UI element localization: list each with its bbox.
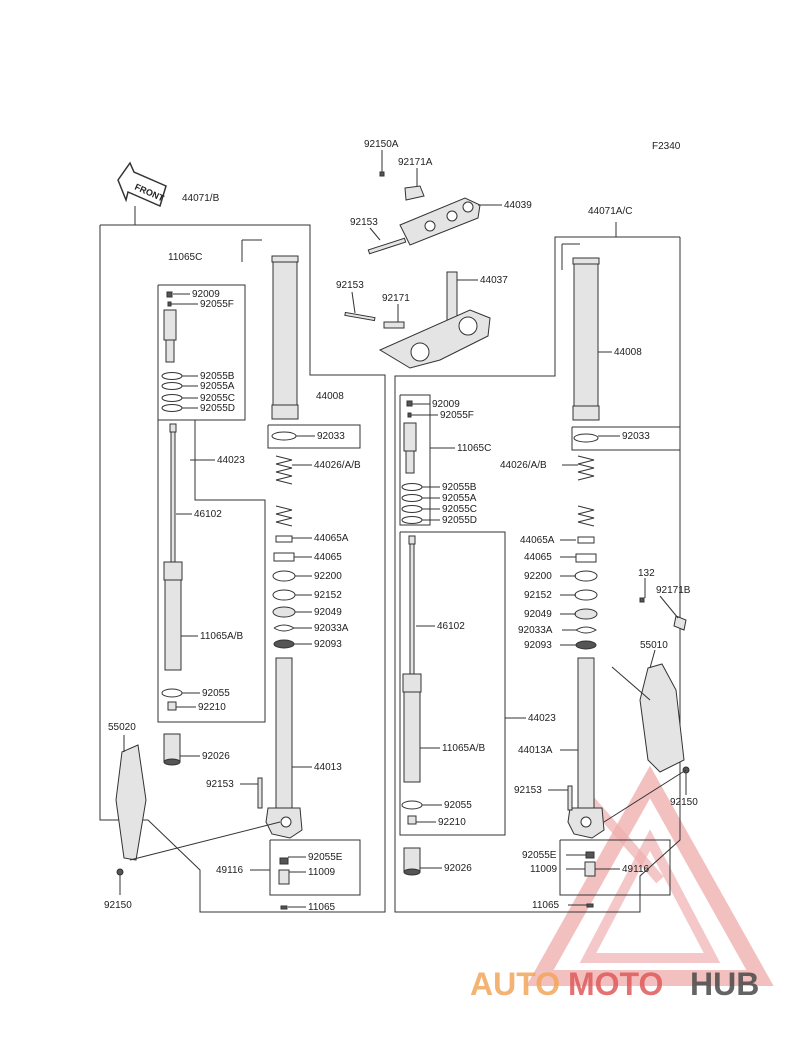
label-44071a-c: 44071A/C [588, 206, 632, 217]
left-damper-top [161, 291, 183, 412]
label-92055f-left: 92055F [200, 299, 234, 310]
label-44008-right: 44008 [614, 347, 642, 358]
label-11065ab-right: 11065A/B [442, 743, 486, 754]
label-92171a: 92171A [398, 157, 433, 168]
label-44013a: 44013A [518, 745, 553, 756]
label-44039: 44039 [504, 200, 532, 211]
label-55020: 55020 [108, 722, 136, 733]
watermark-part-1: AUTO [470, 966, 560, 1002]
label-92033-right: 92033 [622, 431, 650, 442]
label-44065a-right: 44065A [520, 535, 555, 546]
left-inner-tube [257, 657, 303, 910]
label-44065a-left: 44065A [314, 533, 349, 544]
label-92055f-right: 92055F [440, 410, 474, 421]
label-92150-right: 92150 [670, 797, 698, 808]
label-92026-right: 92026 [444, 863, 472, 874]
label-92055b-right: 92055B [442, 482, 477, 493]
label-44023-left: 44023 [217, 455, 245, 466]
right-spring-stack [574, 455, 598, 650]
label-92055e-right: 92055E [522, 850, 557, 861]
label-44071-b: 44071/B [182, 193, 220, 204]
label-49116-left: 49116 [216, 865, 244, 876]
label-11065-right: 11065 [532, 900, 560, 911]
label-92026-left: 92026 [202, 751, 230, 762]
label-92055a-right: 92055A [442, 493, 477, 504]
label-92055e-left: 92055E [308, 852, 343, 863]
left-spring-stack [272, 455, 296, 649]
label-132: 132 [638, 568, 655, 579]
label-92200-right: 92200 [524, 571, 552, 582]
watermark-text: AUTO MOTO HUB [470, 966, 759, 1002]
label-46102-left: 46102 [194, 509, 222, 520]
label-92033-left: 92033 [317, 431, 345, 442]
label-92093-right: 92093 [524, 640, 552, 651]
label-92210-left: 92210 [198, 702, 226, 713]
left-outer-tube [271, 255, 299, 441]
triple-clamp-lower [344, 271, 491, 369]
label-44065-right: 44065 [524, 552, 552, 563]
diagram-code: F2340 [652, 141, 681, 152]
label-44026ab-left: 44026/A/B [314, 460, 361, 471]
label-92009-left: 92009 [192, 289, 220, 300]
label-92200-left: 92200 [314, 571, 342, 582]
label-92055b-left: 92055B [200, 371, 235, 382]
part-labels: 44071/B 11065C 92009 92055F 92055B 92055… [104, 139, 698, 913]
label-44008-left: 44008 [316, 391, 344, 402]
right-inner-tube [567, 657, 605, 908]
label-92049-right: 92049 [524, 609, 552, 620]
label-92055a-left: 92055A [200, 381, 235, 392]
left-fork-guard [115, 744, 147, 876]
label-92055c-left: 92055C [200, 393, 235, 404]
right-damper-rod [401, 535, 423, 876]
label-92055-left: 92055 [202, 688, 230, 699]
label-44065-left: 44065 [314, 552, 342, 563]
label-92009-right: 92009 [432, 399, 460, 410]
label-92152-left: 92152 [314, 590, 342, 601]
label-55010: 55010 [640, 640, 668, 651]
label-92153-mid: 92153 [336, 280, 364, 291]
label-92055c-right: 92055C [442, 504, 477, 515]
label-49116-right: 49116 [622, 864, 650, 875]
label-92153-left-lower: 92153 [206, 779, 234, 790]
watermark-part-3: HUB [690, 966, 759, 1002]
label-92049-left: 92049 [314, 607, 342, 618]
triple-clamp-upper [367, 171, 481, 255]
label-44037: 44037 [480, 275, 508, 286]
label-44013-left: 44013 [314, 762, 342, 773]
right-outer-tube [572, 257, 600, 443]
watermark-part-2: MOTO [568, 966, 663, 1002]
label-92171b: 92171B [656, 585, 691, 596]
label-92150a: 92150A [364, 139, 399, 150]
label-44026ab-right: 44026/A/B [500, 460, 547, 471]
label-11065c-right: 11065C [457, 443, 491, 454]
label-92055-right: 92055 [444, 800, 472, 811]
label-92055d-left: 92055D [200, 403, 235, 414]
label-92033a-right: 92033A [518, 625, 553, 636]
label-11065-left: 11065 [308, 902, 336, 913]
label-92150-left: 92150 [104, 900, 132, 911]
label-11009-left: 11009 [308, 867, 336, 878]
right-fork-guard [639, 597, 690, 774]
front-arrow-icon: FRONT [117, 161, 167, 208]
label-92152-right: 92152 [524, 590, 552, 601]
label-92033a-left: 92033A [314, 623, 349, 634]
label-92210-right: 92210 [438, 817, 466, 828]
left-damper-rod [161, 423, 183, 766]
label-92055d-right: 92055D [442, 515, 477, 526]
label-11009-right: 11009 [530, 864, 558, 875]
label-11065c-left: 11065C [168, 252, 202, 263]
label-92153-right-lower: 92153 [514, 785, 542, 796]
label-44023-right: 44023 [528, 713, 556, 724]
right-fork-outline [394, 222, 681, 913]
leader-lines [119, 150, 687, 908]
label-11065ab-left: 11065A/B [200, 631, 244, 642]
label-92093-left: 92093 [314, 639, 342, 650]
label-46102-right: 46102 [437, 621, 465, 632]
left-fork-outline [99, 206, 386, 913]
right-damper-top [401, 400, 423, 524]
label-92153-top: 92153 [350, 217, 378, 228]
label-92171-mid: 92171 [382, 293, 410, 304]
